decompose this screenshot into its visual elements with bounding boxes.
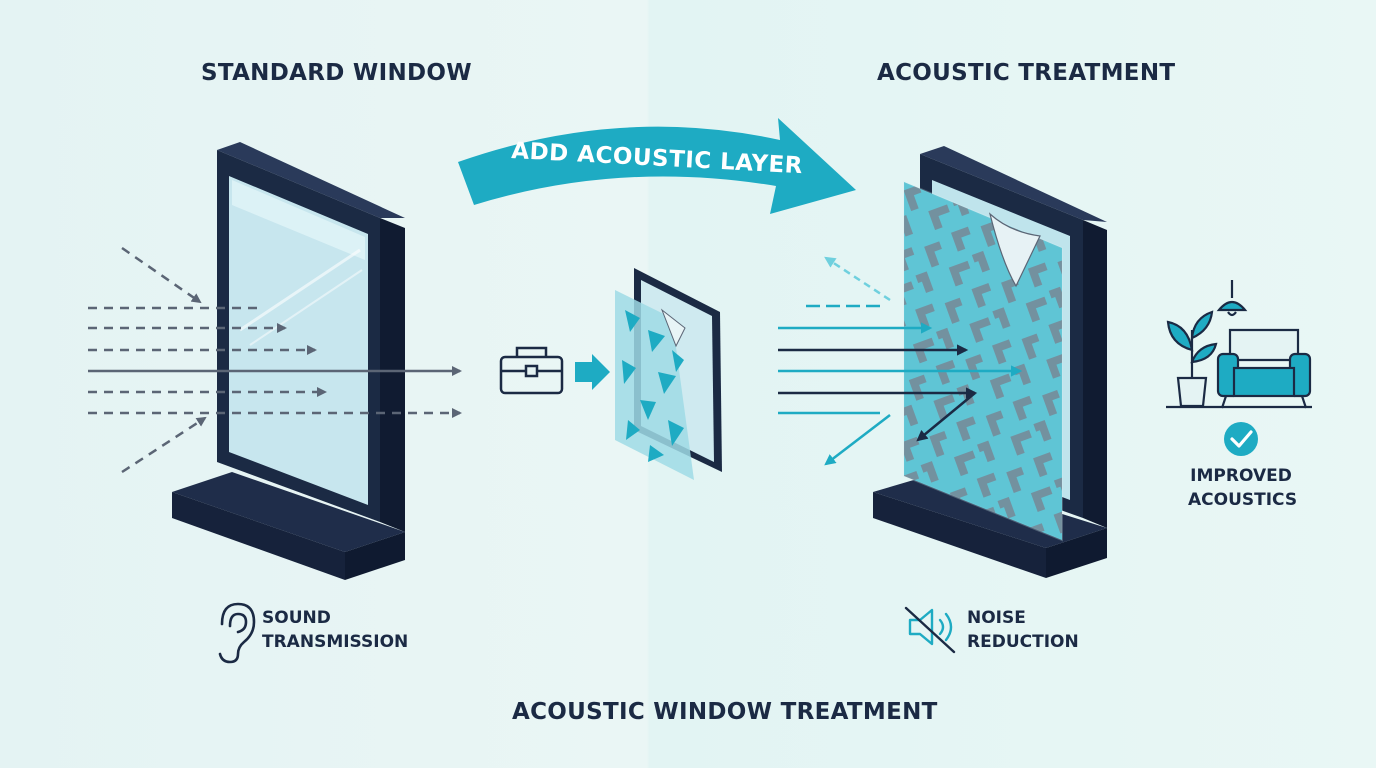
toolbox-icon	[499, 346, 564, 395]
speaker-muted-icon	[904, 606, 956, 654]
acoustic-film-panel	[615, 268, 722, 480]
ear-icon	[218, 602, 256, 664]
sound-arrows-blocked	[778, 256, 1023, 466]
sound-arrows-incoming	[88, 246, 462, 474]
title-acoustic-treatment: ACOUSTIC TREATMENT	[877, 60, 1176, 86]
acoustic-window	[873, 146, 1107, 578]
add-acoustic-layer-banner	[458, 118, 856, 214]
caption-sound-transmission: SOUND TRANSMISSION	[262, 608, 409, 652]
step-arrow-icon	[575, 354, 610, 390]
title-standard-window: STANDARD WINDOW	[201, 60, 472, 86]
standard-window	[172, 142, 405, 580]
caption-improved-acoustics: IMPROVED ACOUSTICS	[1188, 466, 1298, 510]
room-armchair-icon	[1166, 280, 1312, 409]
checkmark-icon	[1224, 422, 1258, 456]
caption-noise-reduction: NOISE REDUCTION	[967, 608, 1079, 652]
title-acoustic-window-treatment: ACOUSTIC WINDOW TREATMENT	[512, 699, 938, 725]
